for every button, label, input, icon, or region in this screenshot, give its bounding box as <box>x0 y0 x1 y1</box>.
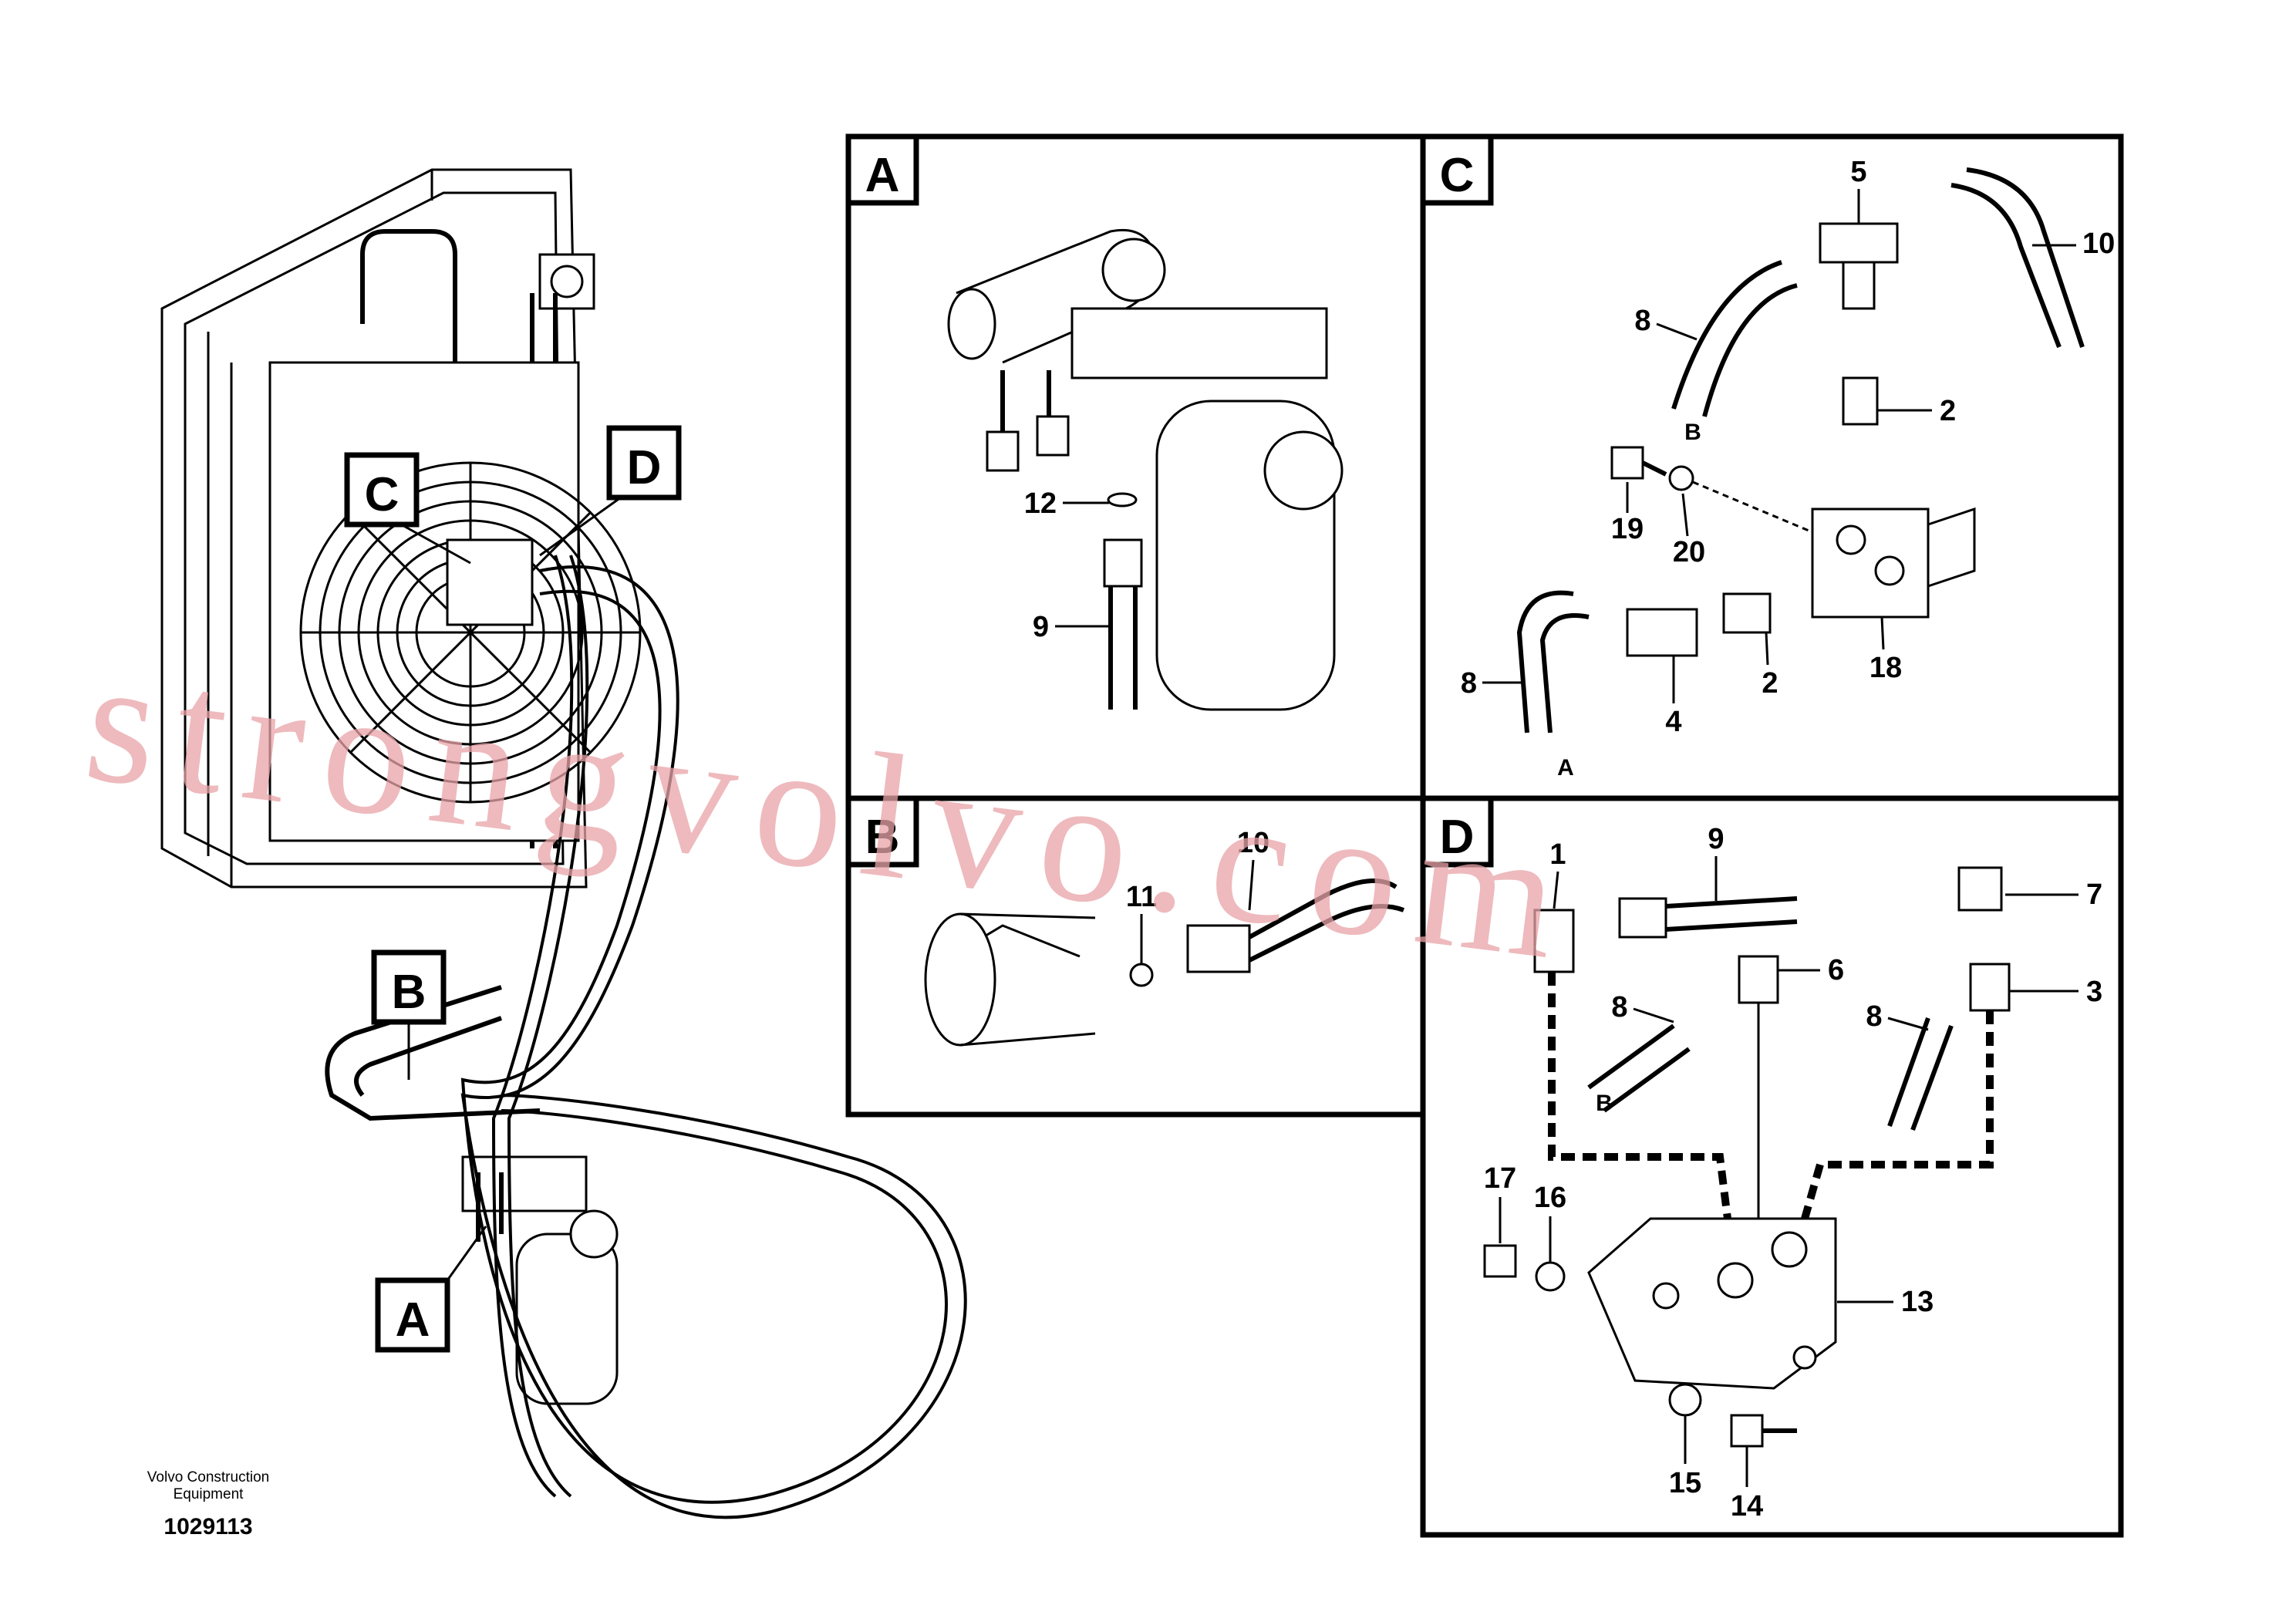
svg-text:B: B <box>392 966 426 1019</box>
part-label-10-b: 10 <box>1237 827 1269 911</box>
part-label-9: 9 <box>1033 611 1109 643</box>
part-label-2-c-upper: 2 <box>1878 395 1956 427</box>
svg-text:19: 19 <box>1611 513 1644 545</box>
part-label-4: 4 <box>1665 656 1682 738</box>
part-label-8-d-right: 8 <box>1866 1000 1929 1033</box>
part-label-8-d-left: 8 <box>1611 991 1674 1023</box>
svg-text:8: 8 <box>1866 1000 1882 1033</box>
svg-text:B: B <box>865 811 900 864</box>
svg-text:8: 8 <box>1634 305 1650 337</box>
svg-text:9: 9 <box>1708 823 1724 855</box>
svg-text:C: C <box>1440 149 1475 202</box>
detail-panel-d: D B <box>1420 795 2124 1538</box>
svg-text:8: 8 <box>1611 991 1627 1023</box>
svg-text:C: C <box>365 468 400 521</box>
svg-text:18: 18 <box>1870 652 1902 684</box>
svg-text:11: 11 <box>1126 881 1157 913</box>
svg-text:17: 17 <box>1484 1162 1516 1195</box>
part-label-9-d: 9 <box>1708 823 1725 901</box>
part-label-11: 11 <box>1126 881 1157 964</box>
detail-panel-a: A <box>845 133 1426 801</box>
drawing-number: 1029113 <box>164 1514 253 1539</box>
part-label-19: 19 <box>1611 482 1644 545</box>
svg-text:10: 10 <box>2082 228 2115 260</box>
svg-text:A: A <box>396 1293 430 1347</box>
part-label-6: 6 <box>1778 954 1844 986</box>
svg-text:D: D <box>1440 811 1475 864</box>
svg-text:D: D <box>627 441 662 494</box>
overview-callout-c[interactable]: C <box>344 452 471 565</box>
svg-text:5: 5 <box>1850 156 1866 188</box>
detail-panel-b: B <box>845 795 1426 1118</box>
part-label-2-c-lower: 2 <box>1762 632 1778 700</box>
svg-text:16: 16 <box>1534 1182 1566 1214</box>
hose-end-label-b: B <box>1684 420 1701 445</box>
part-label-14: 14 <box>1731 1447 1763 1523</box>
company-name-line1: Volvo Construction <box>147 1469 270 1485</box>
part-label-12: 12 <box>1024 487 1109 520</box>
svg-text:9: 9 <box>1033 611 1049 643</box>
hose-end-label-a: A <box>1557 755 1574 781</box>
svg-text:15: 15 <box>1669 1467 1701 1499</box>
overview-callout-a[interactable]: A <box>375 1226 487 1353</box>
svg-text:7: 7 <box>2086 878 2102 911</box>
svg-text:2: 2 <box>1762 667 1778 700</box>
hose-end-label-b-d: B <box>1596 1091 1613 1116</box>
overview-callout-d[interactable]: D <box>539 425 682 557</box>
svg-text:8: 8 <box>1461 667 1477 700</box>
svg-text:A: A <box>865 149 900 202</box>
part-label-20: 20 <box>1673 493 1705 568</box>
part-label-7: 7 <box>2005 878 2102 911</box>
part-label-16: 16 <box>1534 1182 1566 1262</box>
part-label-8-c-upper: 8 <box>1634 305 1698 341</box>
svg-text:20: 20 <box>1673 536 1705 568</box>
svg-text:1: 1 <box>1549 838 1566 871</box>
svg-text:6: 6 <box>1828 954 1844 986</box>
part-label-18: 18 <box>1870 616 1902 684</box>
svg-text:10: 10 <box>1237 827 1269 859</box>
svg-text:3: 3 <box>2086 976 2102 1008</box>
svg-text:2: 2 <box>1940 395 1956 427</box>
part-label-15: 15 <box>1669 1416 1701 1499</box>
footer-block: Volvo Construction Equipment 1029113 <box>108 1469 308 1540</box>
part-label-10-c: 10 <box>2032 228 2115 260</box>
svg-text:4: 4 <box>1665 706 1681 738</box>
part-label-17: 17 <box>1484 1162 1516 1243</box>
part-label-8-c-lower: 8 <box>1461 667 1523 700</box>
part-label-13: 13 <box>1837 1286 1934 1318</box>
part-label-5: 5 <box>1850 156 1867 224</box>
svg-text:14: 14 <box>1731 1490 1763 1523</box>
cooler-assembly-overview <box>160 168 967 1519</box>
part-label-1: 1 <box>1549 838 1566 909</box>
company-name-line2: Equipment <box>173 1486 244 1502</box>
part-label-3: 3 <box>2009 976 2102 1008</box>
svg-text:12: 12 <box>1024 487 1057 520</box>
overview-callout-b[interactable]: B <box>371 949 447 1080</box>
svg-text:13: 13 <box>1901 1286 1934 1318</box>
detail-panel-c: C B A <box>1420 133 2124 801</box>
